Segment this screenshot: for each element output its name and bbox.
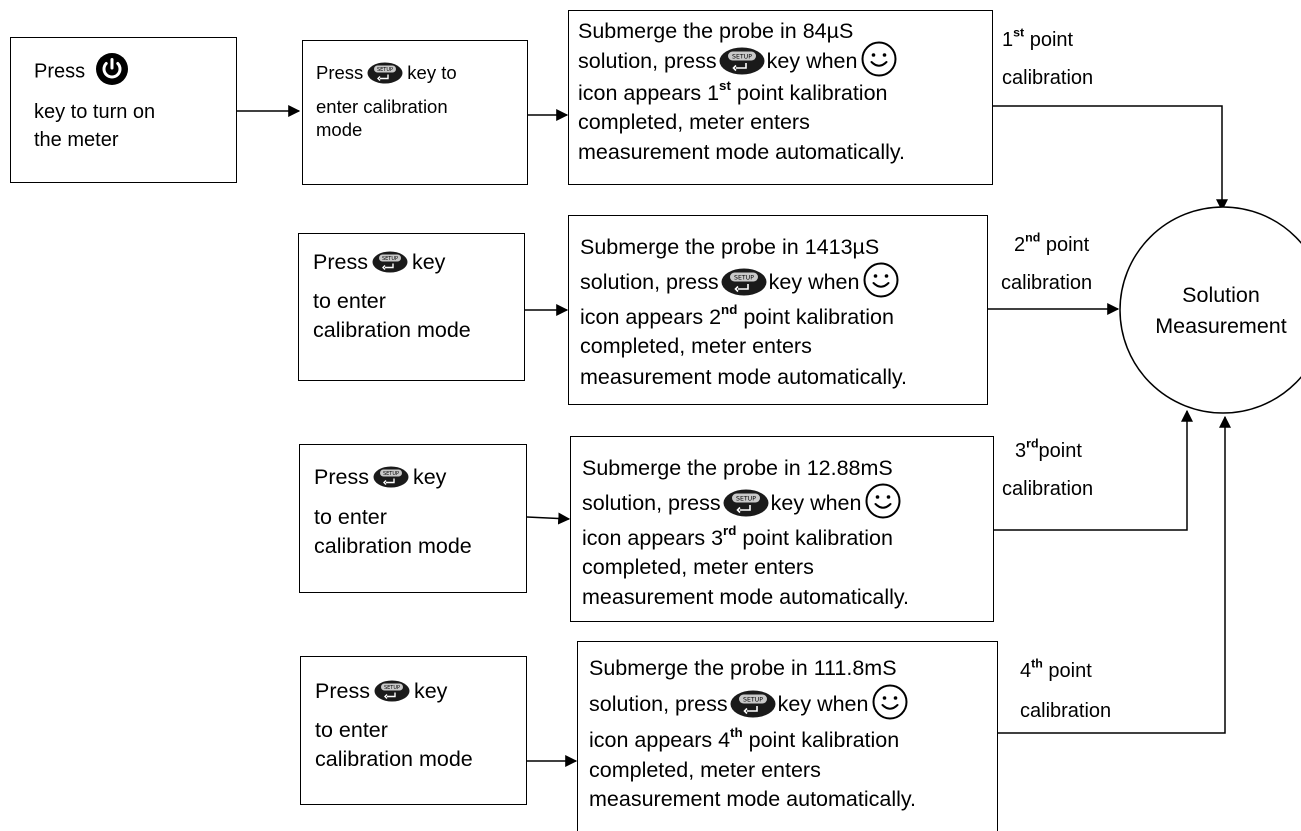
point1-kalibration-text: point kalibration	[736, 81, 888, 105]
point3-ordinal: rd	[723, 523, 737, 539]
setup-key-icon: SETUP	[367, 62, 403, 84]
point3-kalibration-text: point kalibration	[742, 526, 893, 550]
point3-press-text: solution, press	[582, 491, 721, 515]
point4-label: 4th point calibration	[1020, 656, 1112, 722]
step1-key-to-text: key to	[407, 62, 457, 83]
press4-press-text: Press	[315, 679, 370, 703]
point1-line5: measurement mode automatically.	[578, 140, 906, 164]
calibration-point-box-4: Submerge the probe in 111.8mS solution, …	[577, 641, 998, 831]
point1-icon-appears-text: icon appears 1	[578, 81, 720, 105]
point1-line4: completed, meter enters	[578, 110, 810, 134]
connector-point3-to-result	[994, 409, 1193, 531]
point1-key-when-text: key when	[766, 49, 858, 73]
point4-line4: completed, meter enters	[589, 758, 821, 782]
setup-key-icon: SETUP	[721, 268, 767, 296]
smiley-face-icon	[872, 684, 908, 720]
svg-text:SETUP: SETUP	[383, 471, 399, 477]
point2-line1: Submerge the probe in 1413µS	[580, 235, 880, 259]
step1-press-text: Press	[316, 62, 364, 83]
point2-icon-appears-text: icon appears 2	[580, 305, 722, 329]
svg-text:SETUP: SETUP	[743, 697, 763, 704]
point4-icon-appears-text: icon appears 4	[589, 728, 731, 752]
svg-text:SETUP: SETUP	[736, 496, 756, 503]
point4-key-when-text: key when	[777, 692, 869, 716]
enter-calibration-box-3: Press SETUP key to enter calibration mode	[299, 444, 527, 593]
start-line2: key to turn on	[34, 101, 156, 123]
point1-ordinal: st	[719, 78, 731, 94]
point4-kalibration-text: point kalibration	[748, 728, 900, 752]
point3-key-when-text: key when	[770, 491, 862, 515]
point4-ordinal: th	[730, 725, 743, 741]
setup-key-icon: SETUP	[730, 690, 776, 718]
press2-line3: calibration mode	[313, 318, 471, 342]
setup-key-icon: SETUP	[719, 47, 765, 75]
step1-line3: mode	[316, 119, 363, 140]
setup-key-icon: SETUP	[372, 251, 408, 273]
press2-key-text: key	[411, 250, 446, 274]
point2-kalibration-text: point kalibration	[743, 305, 894, 329]
press3-line3: calibration mode	[314, 534, 472, 558]
enter-calibration-box-2: Press SETUP key to enter calibration mode	[298, 233, 525, 381]
svg-text:SETUP: SETUP	[734, 275, 754, 282]
point1-label: 1st point calibration	[1002, 25, 1094, 89]
start-line3: the meter	[34, 129, 119, 151]
point4-line1: Submerge the probe in 111.8mS	[589, 656, 897, 680]
calibration-point-box-1: Submerge the probe in 84µS solution, pre…	[568, 10, 993, 185]
setup-key-icon: SETUP	[373, 466, 409, 488]
step1-line2: enter calibration	[316, 96, 448, 117]
setup-key-icon: SETUP	[723, 489, 769, 517]
start-press-text: Press	[34, 60, 86, 83]
start-step-box: Press key to turn on the meter	[10, 37, 237, 183]
point3-line5: measurement mode automatically.	[582, 585, 910, 609]
point1-press-text: solution, press	[578, 49, 717, 73]
point2-line4: completed, meter enters	[580, 334, 812, 358]
svg-text:SETUP: SETUP	[377, 67, 393, 73]
press4-key-text: key	[413, 679, 448, 703]
calibration-point-box-2: Submerge the probe in 1413µS solution, p…	[568, 215, 988, 405]
press2-press-text: Press	[313, 250, 368, 274]
point3-icon-appears-text: icon appears 3	[582, 526, 724, 550]
press3-key-text: key	[412, 465, 447, 489]
press3-line2: to enter	[314, 505, 387, 529]
smiley-face-icon	[861, 41, 897, 77]
point1-line1: Submerge the probe in 84µS	[578, 19, 854, 43]
connector-point1-to-result	[993, 105, 1228, 212]
connector-point4-to-result	[998, 415, 1231, 734]
point2-label: 2nd point calibration	[1001, 230, 1093, 294]
svg-text:SETUP: SETUP	[384, 685, 400, 691]
point2-key-when-text: key when	[768, 270, 860, 294]
solution-measurement-circle	[1119, 206, 1301, 414]
press3-press-text: Press	[314, 465, 369, 489]
smiley-face-icon	[863, 262, 899, 298]
smiley-face-icon	[865, 483, 901, 519]
power-button-icon	[95, 52, 129, 86]
solution-measurement-label: Solution Measurement	[1155, 283, 1287, 338]
press4-line3: calibration mode	[315, 747, 473, 771]
point4-press-text: solution, press	[589, 692, 728, 716]
point4-line5: measurement mode automatically.	[589, 787, 917, 811]
point2-line5: measurement mode automatically.	[580, 365, 908, 389]
setup-key-icon: SETUP	[374, 680, 410, 702]
point3-label: 3rdpoint calibration	[1002, 436, 1094, 500]
point2-press-text: solution, press	[580, 270, 719, 294]
point3-line1: Submerge the probe in 12.88mS	[582, 456, 893, 480]
arrow-press3-to-point3	[526, 512, 571, 525]
enter-calibration-box-4: Press SETUP key to enter calibration mode	[300, 656, 527, 805]
press2-line2: to enter	[313, 289, 386, 313]
point3-line4: completed, meter enters	[582, 555, 814, 579]
press4-line2: to enter	[315, 718, 388, 742]
calibration-point-box-3: Submerge the probe in 12.88mS solution, …	[570, 436, 994, 622]
enter-calibration-box-1: Press SETUP key to enter calibration mode	[302, 40, 528, 185]
svg-text:SETUP: SETUP	[382, 256, 398, 262]
svg-text:SETUP: SETUP	[732, 54, 752, 61]
point2-ordinal: nd	[721, 302, 738, 318]
